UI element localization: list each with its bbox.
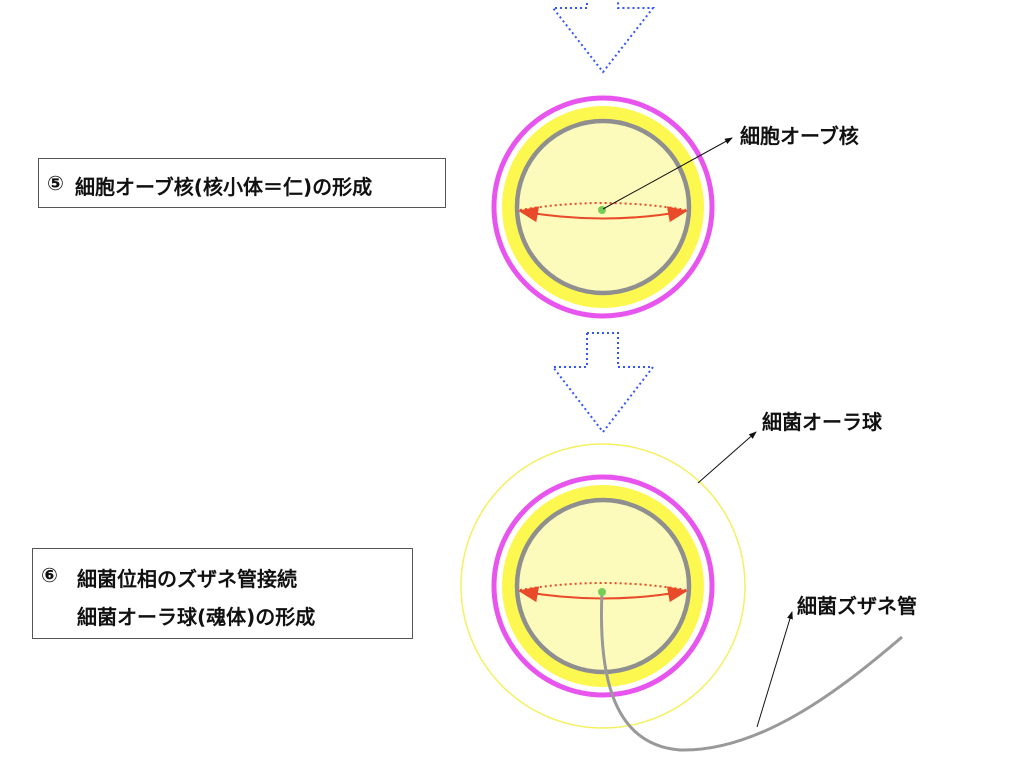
down-arrow-top bbox=[550, 0, 656, 74]
step6-number: ⑥ bbox=[41, 563, 58, 587]
down-arrow-middle bbox=[550, 332, 656, 434]
center-dot bbox=[598, 206, 606, 214]
aura-pointer bbox=[697, 431, 757, 484]
step6-line1: 細菌位相のズザネ管接続 bbox=[77, 567, 297, 591]
cell-orb-nucleus-diagram bbox=[491, 95, 733, 319]
bacteria-aura-sphere-diagram bbox=[460, 431, 903, 752]
step5-number: ⑤ bbox=[47, 171, 64, 195]
step5-text: 細胞オーブ核(核小体＝仁)の形成 bbox=[75, 175, 373, 199]
aura-sphere bbox=[460, 443, 746, 729]
aura-sphere-label: 細菌オーラ球 bbox=[762, 410, 882, 434]
zuzane-tube-label: 細菌ズザネ管 bbox=[797, 594, 917, 618]
nucleus-label: 細胞オーブ核 bbox=[740, 124, 859, 148]
step6-caption-box: ⑥ 細菌位相のズザネ管接続 細菌オーラ球(魂体)の形成 bbox=[32, 548, 413, 639]
step6-line2: 細菌オーラ球(魂体)の形成 bbox=[77, 605, 316, 629]
zuzane-tube bbox=[599, 591, 903, 752]
step5-caption-box: ⑤ 細胞オーブ核(核小体＝仁)の形成 bbox=[38, 158, 446, 208]
equator-front bbox=[518, 206, 688, 223]
tube-pointer bbox=[756, 611, 793, 728]
nucleus-pointer bbox=[602, 137, 733, 210]
